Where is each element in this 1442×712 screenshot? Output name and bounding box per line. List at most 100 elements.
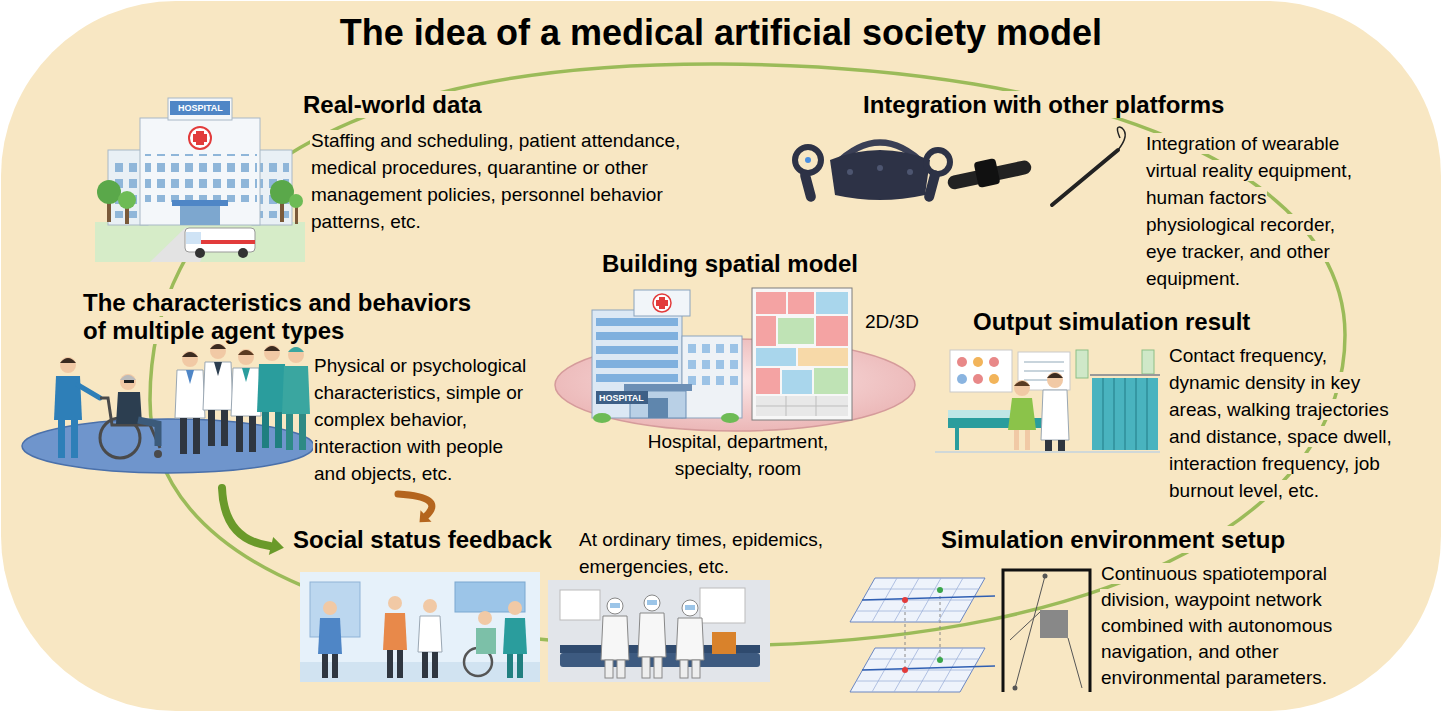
hospital-illustration-part: [195, 248, 205, 258]
ordinary-times-illustration-part: [517, 654, 523, 678]
epidemic-illustration-part: [682, 600, 698, 616]
building-3d-model-part: [596, 391, 648, 404]
floor-plan-2d-part: [752, 288, 852, 420]
floor-plan-2d-part: [756, 396, 848, 416]
ordinary-times-illustration-part: [300, 572, 540, 682]
building-sign: HOSPITAL: [598, 392, 645, 404]
building-3d-model-part: [721, 413, 739, 423]
ordinary-times-illustration-part: [318, 618, 342, 654]
hospital-illustration-part: [97, 180, 121, 204]
building-3d-model-part: [596, 332, 678, 340]
epidemic-illustration-part: [692, 660, 700, 678]
agents-illustration-part: [262, 412, 269, 448]
simulation-grid-illustration-part: [1043, 574, 1048, 579]
epidemic-illustration-part: [638, 613, 666, 657]
output-scene-illustration-part: [1047, 372, 1063, 388]
output-scene-illustration-part: [1045, 440, 1052, 452]
epidemic-illustration: [548, 580, 770, 682]
output-scene-illustration-part: [955, 428, 959, 450]
agents-illustration-part: [120, 374, 136, 390]
ordinary-times-illustration-part: [503, 618, 527, 654]
ordinary-times-illustration-part: [418, 616, 442, 652]
feedback-arrows-part: [222, 488, 270, 546]
agents-illustration-part: [231, 368, 261, 416]
hospital-illustration-part: [295, 206, 298, 224]
hospital-illustration-part: [145, 154, 257, 202]
output-scene-illustration-part: [935, 451, 1160, 453]
hospital-illustration: [95, 98, 305, 262]
vr-equipment-illustration-part: [799, 169, 817, 202]
epidemic-illustration-part: [548, 580, 770, 682]
floor-plan-2d-part: [798, 348, 848, 366]
section-heading-text: The characteristics and behaviors of mul…: [82, 289, 472, 344]
dimension-label: 2D/3D: [865, 308, 919, 335]
output-scene-illustration-part: [973, 357, 983, 367]
building-3d-model-part: [596, 346, 678, 354]
section-heading: Simulation environment setup: [940, 526, 1286, 554]
ordinary-times-illustration-part: [383, 613, 407, 650]
floor-plan-2d-part: [814, 368, 848, 394]
epidemic-illustration-part: [647, 600, 657, 605]
epidemic-illustration-part: [605, 660, 613, 678]
floor-plan-2d-part: [778, 318, 814, 344]
section-body: Staffing and scheduling, patient attenda…: [310, 127, 702, 235]
hospital-illustration-part: [189, 127, 211, 149]
building-3d-model-part: [730, 360, 738, 369]
simulation-grid-illustration-part: [905, 590, 940, 670]
agents-illustration-part: [286, 414, 293, 450]
section-heading-text: Output simulation result: [972, 308, 1251, 335]
agents-illustration-part: [288, 347, 304, 363]
building-3d-model-part: [702, 344, 710, 353]
output-scene-illustration-part: [989, 374, 999, 384]
epidemic-illustration-part: [601, 616, 629, 660]
simulation-grid-illustration-part: [1040, 610, 1068, 638]
feedback-arrows-part: [398, 494, 432, 516]
simulation-grid-illustration-part: [937, 587, 943, 593]
building-3d-model-part: [730, 344, 738, 353]
section-body-text: At ordinary times, epidemics, emergencie…: [578, 529, 824, 577]
agents-illustration-part: [299, 414, 306, 450]
section-heading-text: Social status feedback: [292, 526, 553, 553]
ordinary-times-illustration-part: [508, 601, 522, 615]
output-scene-illustration-part: [1008, 398, 1036, 430]
section-heading-text: Simulation environment setup: [940, 526, 1286, 553]
agents-illustration-part: [71, 420, 78, 458]
agents-illustration-part: [124, 380, 134, 383]
output-scene-illustration-part: [1025, 430, 1030, 450]
output-scene-illustration-part: [1090, 374, 1160, 376]
section-body: Continuous spatiotemporal division, wayp…: [1100, 561, 1380, 691]
building-3d-model-part: [688, 344, 696, 353]
floor-plan-2d-part: [816, 292, 848, 314]
ordinary-times-illustration-part: [507, 654, 513, 678]
spatial-model-illustration: [530, 248, 930, 493]
agents-illustration-part: [58, 420, 65, 458]
ordinary-times-illustration-part: [387, 650, 393, 678]
vr-equipment-illustration-part: [923, 169, 941, 202]
epidemic-illustration-part: [654, 657, 662, 678]
output-scene-illustration-part: [957, 357, 967, 367]
agents-illustration-part: [138, 420, 158, 446]
section-heading: Real-world data: [302, 91, 483, 119]
agents-illustration-part: [208, 410, 215, 446]
agents-illustration-part: [120, 375, 136, 380]
hospital-illustration-part: [193, 134, 207, 142]
output-scene-illustration-part: [1058, 440, 1065, 452]
section-heading: Building spatial model: [602, 250, 858, 277]
epidemic-illustration-part: [685, 605, 695, 610]
output-scene-illustration-part: [1047, 373, 1063, 378]
agents-illustration-part: [182, 351, 198, 367]
vr-equipment-illustration-part: [805, 157, 811, 163]
building-3d-model-part: [593, 413, 611, 423]
floor-plan-2d-part: [756, 348, 796, 366]
output-scene-illustration-part: [1024, 362, 1064, 380]
building-3d-model-part: [596, 318, 678, 326]
epidemic-illustration-part: [560, 590, 600, 620]
epidemic-illustration-part: [617, 660, 625, 678]
building-3d-model-part: [624, 384, 692, 391]
feedback-arrows-part: [420, 510, 432, 522]
section-body-text: Integration of wearable virtual reality …: [1145, 133, 1353, 289]
agents-illustration-part: [236, 416, 243, 452]
agents-illustration-part: [154, 450, 162, 458]
